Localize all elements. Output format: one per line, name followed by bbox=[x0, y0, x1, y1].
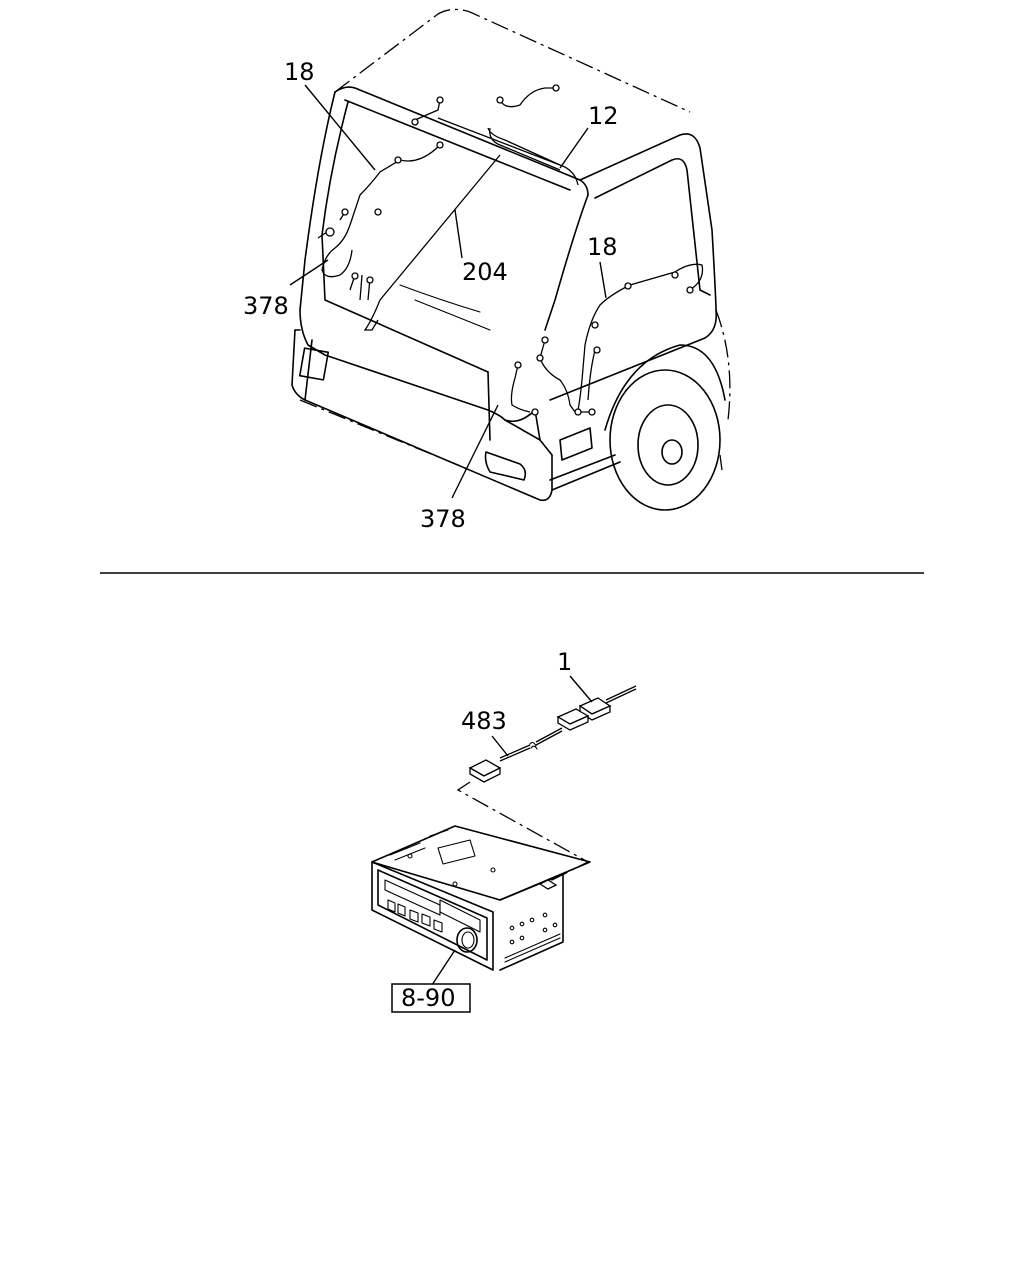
cab-left-pillar-inner bbox=[321, 101, 349, 236]
cab-front-crease bbox=[399, 284, 491, 331]
callout-12: 12 bbox=[588, 102, 619, 130]
right-lamp bbox=[484, 451, 527, 481]
step-bar bbox=[549, 454, 621, 491]
callout-483: 483 bbox=[461, 707, 507, 735]
cab-rear-outline bbox=[715, 309, 731, 471]
harness-12-upper bbox=[499, 87, 556, 108]
callout-18-right: 18 bbox=[587, 233, 618, 261]
radio-unit bbox=[371, 825, 591, 971]
wheel-rim bbox=[637, 404, 699, 486]
callout-378-bottom: 378 bbox=[420, 505, 466, 533]
harness-204 bbox=[363, 154, 501, 331]
truck-cab-drawing bbox=[291, 8, 731, 511]
bumper-lower-edge bbox=[299, 399, 471, 471]
harness-12-lower bbox=[489, 127, 561, 171]
cab-left-pillar bbox=[299, 91, 336, 311]
lower-leader-lines bbox=[431, 675, 593, 986]
harness-378 bbox=[510, 364, 531, 413]
cab-front-top-inner bbox=[344, 99, 571, 191]
bumper-top bbox=[294, 329, 313, 401]
cab-door-bottom bbox=[549, 309, 718, 401]
feeder-cable-end bbox=[605, 685, 637, 704]
reference-box-8-90 bbox=[391, 983, 471, 1013]
wiring-harness bbox=[317, 84, 704, 416]
wheel-hub bbox=[661, 439, 683, 465]
cab-door-window-inner bbox=[594, 157, 711, 296]
cab-front-panel bbox=[299, 309, 541, 441]
callout-378-left: 378 bbox=[243, 292, 289, 320]
wheel-tire bbox=[609, 369, 721, 511]
harness-18-right bbox=[577, 263, 704, 411]
antenna-feeder bbox=[468, 685, 637, 783]
connection-path bbox=[456, 781, 590, 883]
harness-connectors bbox=[325, 84, 694, 416]
callout-204: 204 bbox=[462, 258, 508, 286]
reference-8-90: 8-90 bbox=[401, 984, 455, 1012]
cab-front-grille bbox=[321, 234, 489, 373]
cab-door-window bbox=[579, 133, 717, 311]
cab-front-top bbox=[334, 86, 589, 196]
radio-side-holes bbox=[504, 912, 561, 963]
cab-right-pillar bbox=[544, 194, 589, 331]
callout-1: 1 bbox=[557, 648, 572, 676]
fender bbox=[604, 344, 726, 431]
cab-roof-outline bbox=[334, 8, 691, 113]
bumper bbox=[291, 329, 553, 502]
harness-18-left-branch bbox=[317, 211, 371, 301]
volume-knob bbox=[456, 927, 478, 953]
harness-18-right-lower bbox=[539, 339, 596, 413]
left-lamp bbox=[298, 347, 330, 381]
feeder-break bbox=[529, 741, 538, 750]
upper-leader-lines bbox=[289, 84, 607, 499]
harness-18-left bbox=[321, 144, 441, 278]
feeder-cable-long bbox=[499, 727, 563, 762]
callout-18-left: 18 bbox=[284, 58, 315, 86]
side-step bbox=[559, 427, 593, 461]
front-corner bbox=[487, 371, 553, 456]
